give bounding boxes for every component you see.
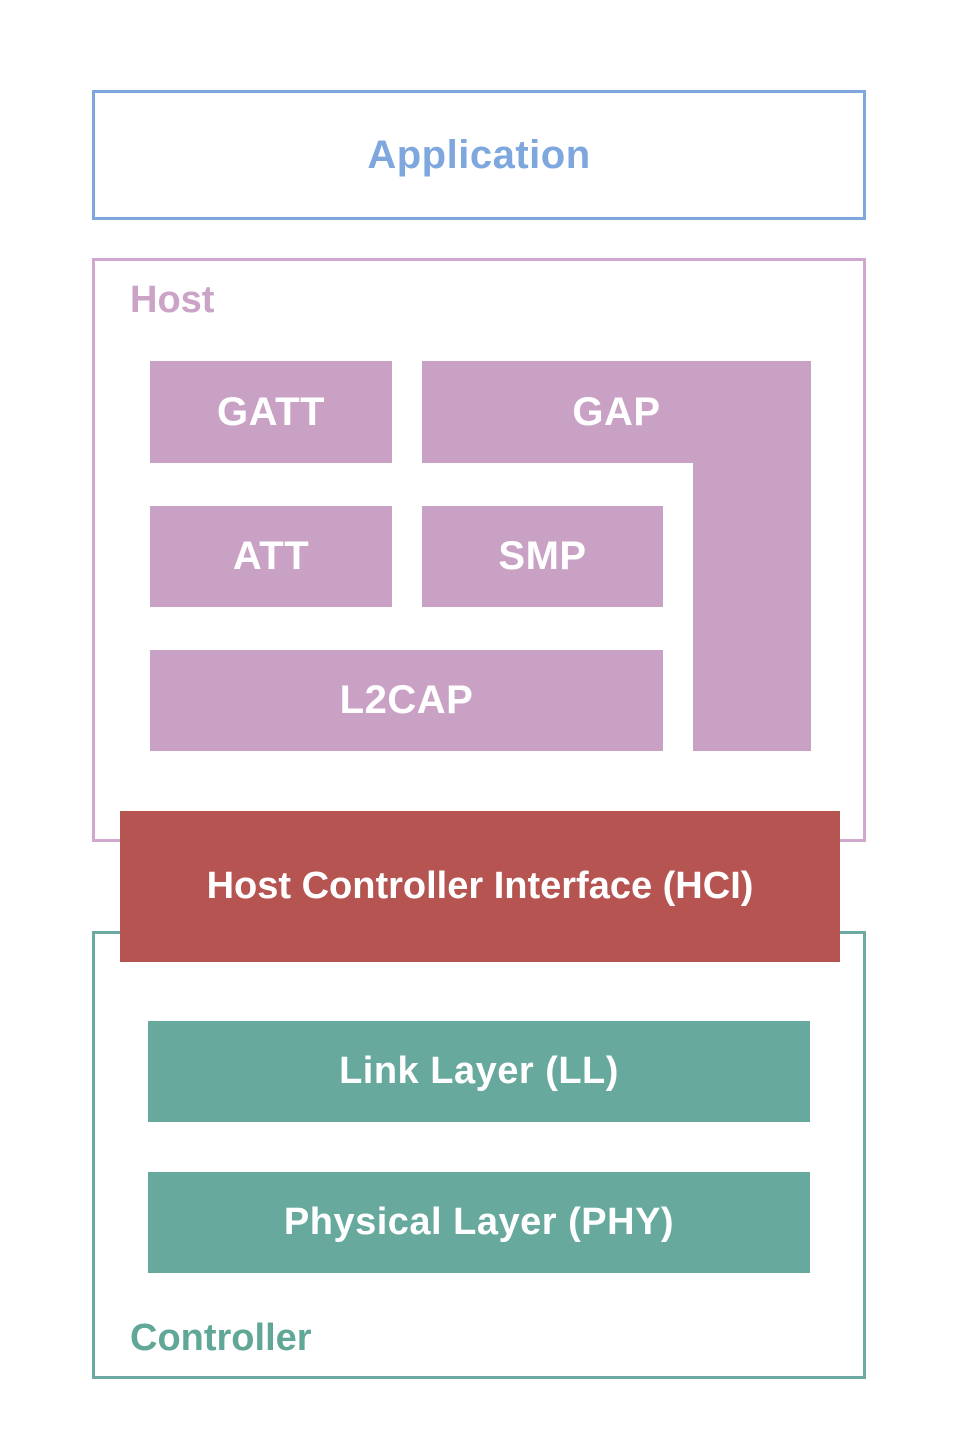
link-layer-label: Link Layer (LL) [339, 1050, 619, 1092]
controller-box: Controller [92, 931, 866, 1379]
gap-label: GAP [572, 389, 661, 434]
hci-label: Host Controller Interface (HCI) [206, 865, 754, 907]
gap-block-extension [693, 361, 811, 751]
l2cap-label: L2CAP [339, 678, 474, 722]
physical-layer-label: Physical Layer (PHY) [283, 1201, 675, 1243]
gatt-label: GATT [217, 389, 325, 434]
host-label: Host [130, 279, 215, 321]
gatt-block: GATT [150, 361, 392, 463]
application-box: Application [92, 90, 866, 220]
smp-block: SMP [422, 506, 663, 607]
smp-label: SMP [498, 534, 587, 578]
att-label: ATT [232, 534, 310, 578]
physical-layer-block: Physical Layer (PHY) [148, 1172, 810, 1273]
hci-block: Host Controller Interface (HCI) [120, 811, 840, 962]
att-block: ATT [150, 506, 392, 607]
link-layer-block: Link Layer (LL) [148, 1021, 810, 1122]
l2cap-block: L2CAP [150, 650, 663, 751]
application-label: Application [367, 132, 591, 177]
controller-label: Controller [130, 1317, 312, 1359]
